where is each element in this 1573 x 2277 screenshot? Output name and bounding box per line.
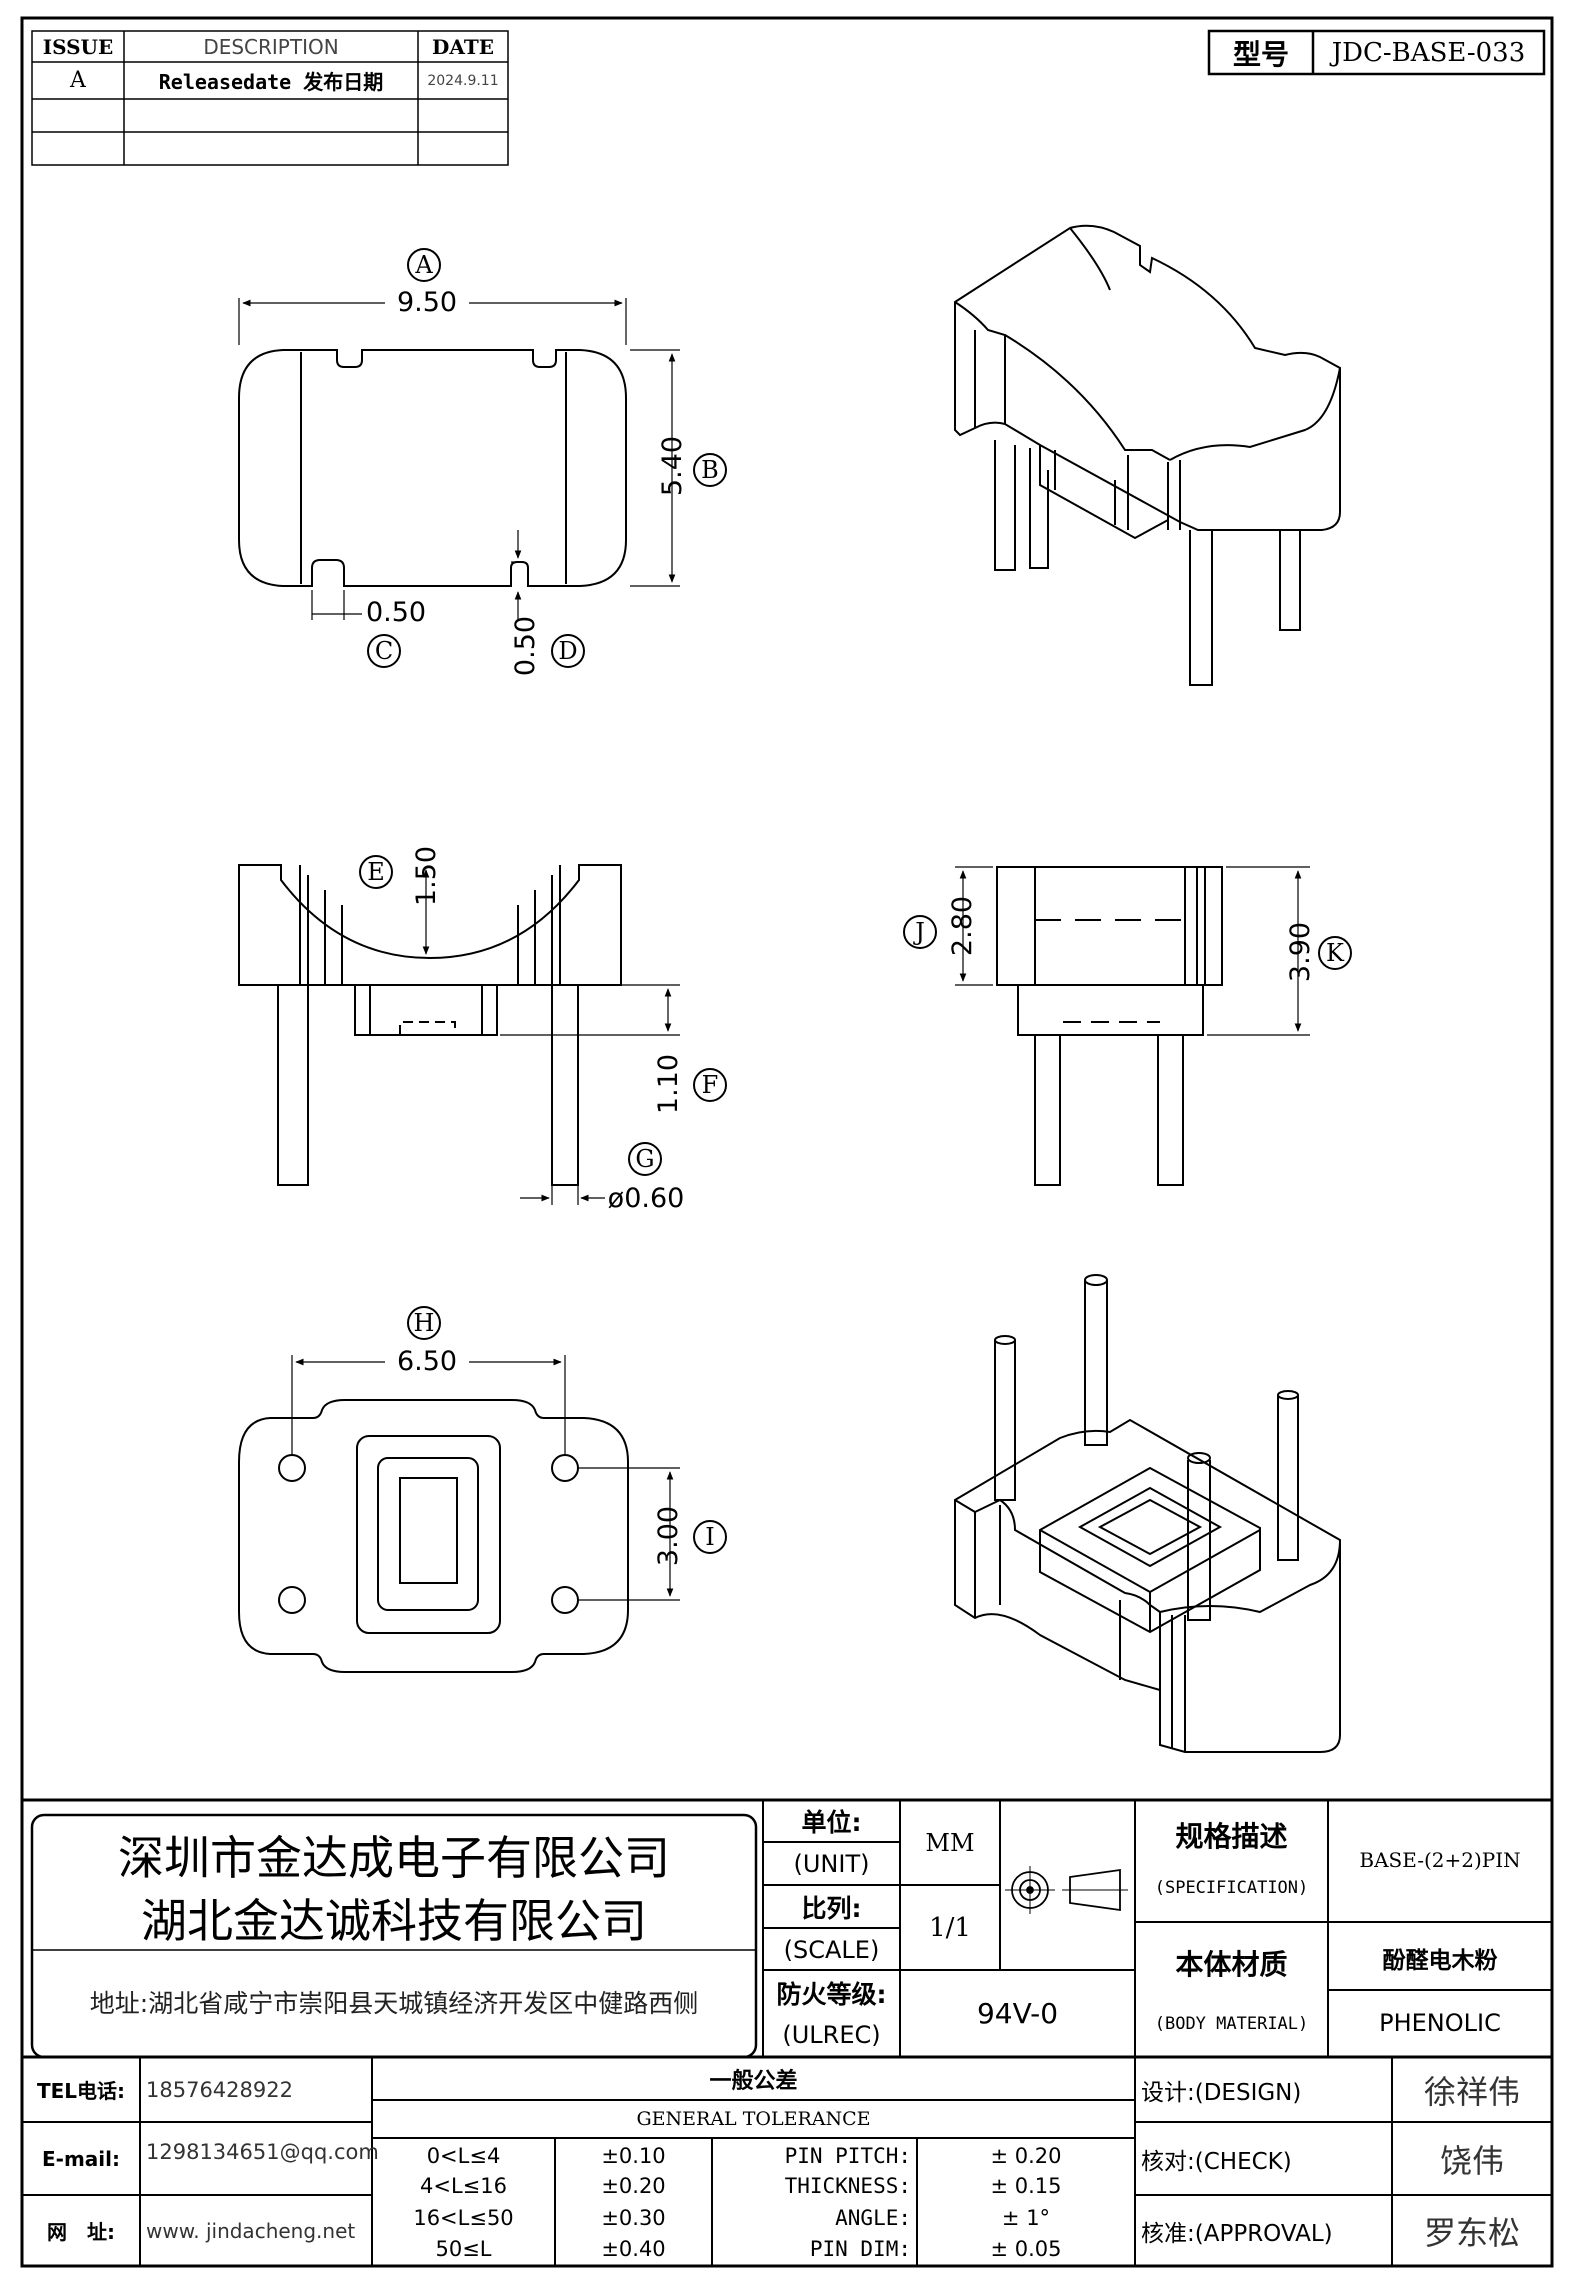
scale-value: 1/1 [929,1912,971,1943]
dim-b: 5.40 [656,435,688,497]
approval-name: 罗东松 [1423,2213,1520,2252]
rev-date: 2024.9.11 [427,72,499,89]
company-name-1: 深圳市金达成电子有限公司 [118,1831,670,1885]
tol-value-2: ±0.20 [601,2173,666,2198]
tolerance-title-cn: 一般公差 [709,2068,798,2094]
rev-header-date: DATE [432,34,494,59]
revision-table [31,30,509,166]
email-value: 1298134651@qq.com [146,2140,379,2164]
callout-i: I [693,1520,727,1554]
projection-symbol [1005,1866,1128,1914]
web-value: www. jindacheng.net [146,2218,356,2243]
sheet-border [20,16,1554,2268]
side-view [955,866,1310,1186]
tol-param-value-2: ± 0.15 [990,2173,1062,2198]
tol-param-2: THICKNESS: [784,2173,911,2198]
dim-k: 3.90 [1284,921,1316,983]
model-value: JDC-BASE-033 [1331,37,1526,68]
title-block-grid [22,1798,1552,2266]
dim-f: 1.10 [652,1053,684,1115]
tolerance-title-en: GENERAL TOLERANCE [636,2108,871,2130]
dim-g: ø0.60 [607,1182,685,1214]
iso-view-bottom [954,1274,1341,1753]
material-value-en: PHENOLIC [1379,2009,1501,2037]
dim-a: 9.50 [385,286,469,318]
front-view [238,864,680,1205]
tol-range-1: 0<L≤4 [426,2143,501,2168]
tol-value-4: ±0.40 [601,2236,666,2261]
top-view [238,298,680,620]
bottom-view [238,1355,680,1673]
tol-range-4: 50≤L [435,2236,492,2261]
material-label-cn: 本体材质 [1175,1948,1288,1981]
dim-e: 1.50 [410,845,442,907]
scale-label-cn: 比列: [801,1894,862,1923]
tol-value-3: ±0.30 [601,2205,666,2230]
model-label: 型号 [1232,37,1289,71]
design-label: 设计:(DESIGN) [1141,2079,1302,2106]
rev-header-description: DESCRIPTION [203,34,339,59]
dim-h: 6.50 [385,1345,469,1377]
tol-value-1: ±0.10 [601,2143,666,2168]
tel-label: TEL电话: [36,2079,126,2103]
scale-label-en: (SCALE) [783,1936,880,1964]
callout-e: E [359,855,393,889]
fire-label-en: (ULREC) [782,2021,881,2049]
material-label-en: (BODY MATERIAL) [1154,2014,1309,2034]
unit-label-en: (UNIT) [793,1850,870,1878]
tol-param-4: PIN DIM: [809,2236,911,2261]
callout-d: D [551,634,585,668]
callout-c: C [367,634,401,668]
callout-g: G [628,1142,662,1176]
tol-param-value-4: ± 0.05 [990,2236,1062,2261]
fire-label-cn: 防火等级: [776,1980,887,2009]
callout-j: J [903,915,937,949]
approval-label: 核准:(APPROVAL) [1141,2220,1333,2247]
tol-param-3: ANGLE: [835,2205,911,2230]
unit-value: MM [925,1828,975,1857]
web-label: 网 址: [47,2220,115,2244]
callout-h: H [407,1306,441,1340]
callout-k: K [1318,936,1352,970]
callout-b: B [693,453,727,487]
tol-param-value-1: ± 0.20 [990,2143,1062,2168]
email-label: E-mail: [41,2146,120,2171]
company-address: 地址:湖北省咸宁市崇阳县天城镇经济开发区中健路西侧 [89,1989,699,2018]
dim-i: 3.00 [652,1505,684,1567]
check-label: 核对:(CHECK) [1141,2148,1292,2175]
tol-param-1: PIN PITCH: [784,2143,911,2168]
design-name: 徐祥伟 [1423,2072,1520,2111]
tol-range-3: 16<L≤50 [413,2205,514,2230]
fire-value: 94V-0 [976,1997,1059,2030]
check-name: 饶伟 [1439,2141,1504,2180]
spec-label-en: (SPECIFICATION) [1154,1878,1309,1898]
callout-f: F [693,1068,727,1102]
company-name-2: 湖北金达诚科技有限公司 [141,1894,647,1948]
tel-value: 18576428922 [146,2077,293,2102]
dim-c: 0.50 [365,596,427,628]
callout-a: A [407,248,441,282]
model-box [1207,29,1546,76]
spec-label-cn: 规格描述 [1175,1820,1288,1853]
dim-d: 0.50 [509,615,541,677]
unit-label-cn: 单位: [801,1808,862,1837]
rev-header-issue: ISSUE [42,34,114,59]
rev-description: Releasedate 发布日期 [158,70,384,94]
material-value-cn: 酚醛电木粉 [1382,1948,1498,1974]
tol-range-2: 4<L≤16 [420,2173,507,2198]
dim-j: 2.80 [946,895,978,957]
tol-param-value-3: ± 1° [1001,2205,1051,2230]
iso-view-top [954,224,1341,686]
spec-value: BASE-(2+2)PIN [1359,1848,1521,1872]
rev-issue: A [70,68,86,93]
